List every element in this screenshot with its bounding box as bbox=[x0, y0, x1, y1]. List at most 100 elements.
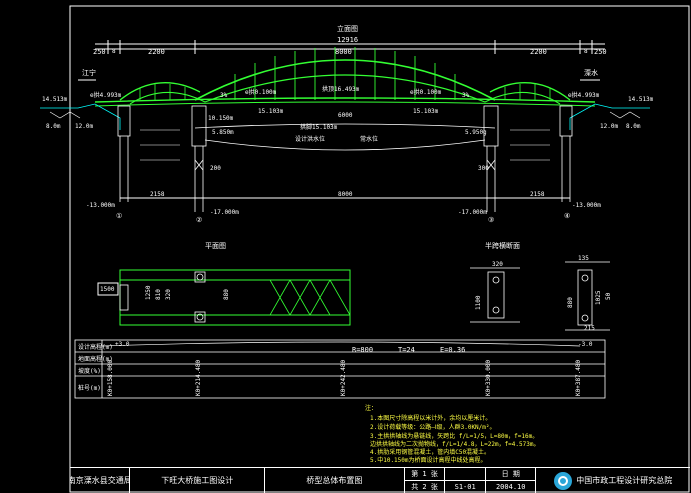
elev-5850: 5.850m bbox=[212, 129, 234, 136]
side-arch-left-lower bbox=[129, 91, 206, 105]
project-cell: 下旺大桥施工图设计 bbox=[130, 468, 266, 493]
date-stack: 日 期 2004.10 bbox=[485, 468, 537, 493]
pier-dim-right: 300 bbox=[478, 165, 489, 172]
company-logo-icon bbox=[554, 471, 573, 490]
company-cell: 中国市政工程设计研究总院 bbox=[536, 468, 690, 493]
station-2: K0+214.480 bbox=[195, 359, 202, 396]
axis-node-1: ① bbox=[116, 212, 122, 220]
profile-external: E=0.36 bbox=[440, 346, 465, 354]
elev-left-ground: 8.0m bbox=[46, 123, 61, 130]
elev-right-mid: e拱0.100m bbox=[410, 88, 442, 96]
plan-title: 平面图 bbox=[205, 242, 226, 250]
side-arch-left bbox=[119, 82, 201, 101]
profile-row-3: 坡度(%) bbox=[78, 367, 101, 375]
dim-edge-left: 250 bbox=[93, 48, 106, 56]
section-dim-1100: 1100 bbox=[475, 295, 482, 310]
date-value: 2004.10 bbox=[495, 483, 526, 491]
section-dim-215: 215 bbox=[584, 325, 595, 332]
section-dim-320: 320 bbox=[492, 261, 503, 268]
note-5: 4.拱肋采用钢管混凝土，管内填C50混凝土。 bbox=[370, 448, 490, 456]
note-6: 5.中10.150m为桥面设计高程中线处高程。 bbox=[370, 456, 487, 464]
plan-width-810: 810 bbox=[155, 289, 162, 300]
drawing-name-cell: 桥型总体布置图 bbox=[265, 468, 405, 493]
owner-cell: 南京溧水县交通局 bbox=[70, 468, 131, 493]
profile-row-1: 设计高程(m) bbox=[78, 343, 113, 351]
elev-deck-mid: 拱脚15.103m bbox=[300, 123, 338, 131]
note-1: 1.本图尺寸除高程以米计外，余均以厘米计。 bbox=[370, 414, 491, 422]
date-label: 日 期 bbox=[485, 468, 536, 481]
company-name: 中国市政工程设计研究总院 bbox=[576, 476, 673, 485]
plan-bracing bbox=[269, 279, 351, 316]
river-bed-line bbox=[204, 139, 486, 151]
elev-10150: 10.150m bbox=[208, 115, 234, 122]
dim-pier-right: 2158 bbox=[530, 191, 545, 198]
ground-right bbox=[569, 103, 650, 130]
direction-left: 江宁 bbox=[82, 68, 96, 77]
elev-right-bank: 14.513m bbox=[628, 96, 654, 103]
slope-left: 3% bbox=[220, 92, 228, 99]
elev-right-ground: 8.0m bbox=[626, 123, 641, 130]
pier-right bbox=[483, 105, 499, 212]
note-3: 3.主拱拱轴线为悬链线，矢跨比 f/L=1/5，L=80m，f=16m。 bbox=[370, 432, 538, 440]
elev-bottom-right: -13.000m bbox=[572, 202, 601, 209]
section-dim-1025: 1025 bbox=[595, 290, 602, 305]
profile-slope-left: +3.0 bbox=[115, 341, 130, 348]
high-water-line bbox=[194, 123, 496, 129]
profile-grade-line bbox=[101, 341, 581, 347]
elev-bottom-left: -13.000m bbox=[86, 202, 115, 209]
dim-total: 12916 bbox=[337, 36, 358, 44]
elev-left-12: 12.0m bbox=[75, 123, 93, 130]
station-1: K0+158.000 bbox=[107, 359, 114, 396]
section-half-a bbox=[470, 267, 520, 323]
dim-bottom-main: 8000 bbox=[338, 191, 353, 198]
elev-right-12: 12.0m bbox=[600, 123, 618, 130]
elev-pile-right: -17.000m bbox=[458, 209, 487, 216]
profile-slope-right: -3.0 bbox=[578, 341, 593, 348]
dim-side-right: 2200 bbox=[530, 48, 547, 56]
elev-pile-left: -17.000m bbox=[210, 209, 239, 216]
water-low-label: 常水位 bbox=[360, 135, 378, 143]
direction-right: 溧水 bbox=[584, 68, 598, 77]
slope-right: 3% bbox=[462, 92, 470, 99]
plan-width-1500: 1500 bbox=[100, 286, 115, 293]
notes-title: 注： bbox=[365, 404, 377, 412]
soil-layers bbox=[140, 129, 550, 161]
main-arch-upper-rib bbox=[194, 59, 496, 101]
elev-left-bank: 14.513m bbox=[42, 96, 68, 103]
drawing-no-stack: S1-01 bbox=[445, 468, 486, 493]
elev-deck-right: 15.103m bbox=[413, 108, 439, 115]
sheet-frame bbox=[69, 5, 690, 493]
bridge-deck-bottom bbox=[94, 101, 596, 107]
station-4: K0+330.000 bbox=[485, 359, 492, 396]
water-high-label: 设计洪水位 bbox=[295, 135, 325, 143]
axis-node-4: ④ bbox=[564, 212, 570, 220]
profile-row-4: 桩号(m) bbox=[78, 384, 101, 392]
main-arch-hangers bbox=[234, 47, 456, 100]
elev-left-mid: e拱0.100m bbox=[245, 88, 277, 96]
section-half-b bbox=[565, 261, 610, 331]
elev-arch-crown: 拱顶16.493m bbox=[322, 85, 360, 93]
side-arch-right-lower bbox=[484, 91, 561, 105]
section-dim-135: 135 bbox=[578, 255, 589, 262]
station-3: K0+242.480 bbox=[340, 359, 347, 396]
ground-left bbox=[40, 103, 121, 130]
elev-deck-left: 15.103m bbox=[258, 108, 284, 115]
side-arch-struts bbox=[139, 84, 551, 100]
plan-width-320: 320 bbox=[165, 289, 172, 300]
dim-center: 6000 bbox=[338, 112, 353, 119]
elev-5950: 5.950g bbox=[465, 129, 487, 136]
dim-abut-left: 8 bbox=[112, 48, 116, 55]
title-block: 南京溧水县交通局 下旺大桥施工图设计 桥型总体布置图 第 1 张 共 2 张 S… bbox=[70, 467, 690, 493]
note-4: 边拱拱轴线为二次抛物线，f/L=1/4.8，L=22m，f=4.573m。 bbox=[370, 440, 539, 448]
profile-tangent: T=24 bbox=[398, 346, 415, 354]
sheet-number-stack: 第 1 张 共 2 张 bbox=[404, 468, 446, 493]
axis-node-3: ③ bbox=[488, 216, 494, 224]
main-arch-lower-rib bbox=[204, 74, 486, 103]
profile-table bbox=[74, 339, 606, 399]
abutment-right bbox=[559, 105, 573, 202]
elevation-title: 立面图 bbox=[337, 24, 358, 33]
embankment-hatch-right bbox=[609, 111, 641, 119]
note-2: 2.设计荷载等级：公路—Ⅰ级，人群3.0KN/m²。 bbox=[370, 423, 496, 431]
sheet-no: 第 1 张 bbox=[404, 468, 445, 481]
